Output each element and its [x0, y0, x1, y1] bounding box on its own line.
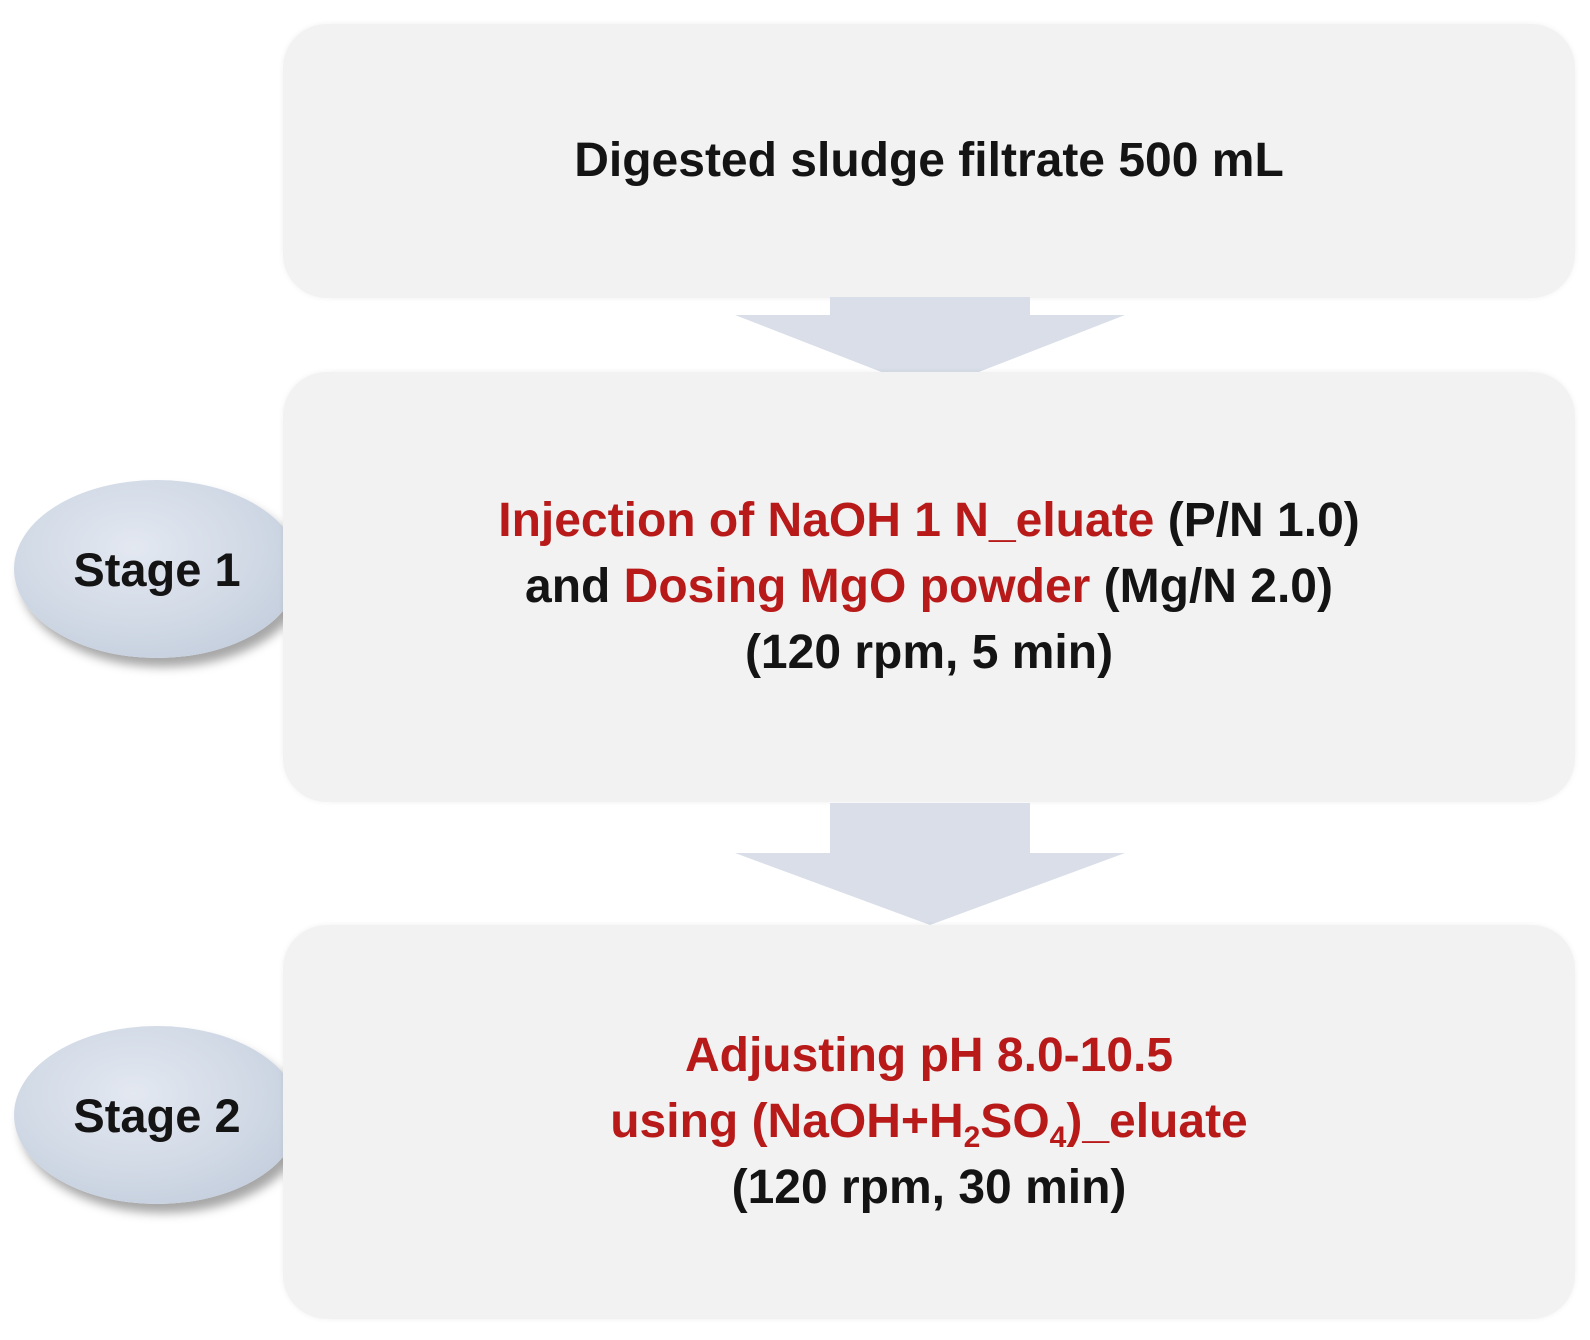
step-1-box: Digested sludge filtrate 500 mL: [283, 24, 1575, 298]
step-2-conditions: (120 rpm, 5 min): [744, 626, 1114, 679]
step-3-box: Adjusting pH 8.0-10.5 using (NaOH+H2SO4)…: [283, 925, 1575, 1319]
naoh-injection-text: Injection of NaOH 1 N_eluate: [498, 494, 1155, 547]
step-1-text: Digested sludge filtrate 500 mL: [574, 134, 1284, 187]
mgn-ratio-text: (Mg/N 2.0): [1090, 560, 1333, 613]
down-arrow-icon: [735, 803, 1125, 925]
step-2-box: Injection of NaOH 1 N_eluate (P/N 1.0) a…: [283, 372, 1575, 802]
pn-ratio-text: (P/N 1.0): [1154, 494, 1360, 547]
subscript-4: 4: [1049, 1121, 1067, 1154]
stage-2-badge: Stage 2: [14, 1026, 300, 1204]
so-text: SO: [980, 1095, 1050, 1148]
stage-1-label: Stage 1: [73, 542, 241, 596]
step-3-line-2: using (NaOH+H2SO4)_eluate: [610, 1089, 1248, 1155]
mgo-dosing-text: Dosing MgO powder: [623, 560, 1091, 613]
subscript-2: 2: [963, 1121, 981, 1154]
stage-1-badge: Stage 1: [14, 480, 300, 658]
ph-adjust-text: Adjusting pH 8.0-10.5: [684, 1029, 1174, 1082]
and-text: and: [525, 560, 624, 613]
eluate-text: )_eluate: [1066, 1095, 1248, 1148]
step-2-line-1: Injection of NaOH 1 N_eluate (P/N 1.0): [498, 488, 1360, 554]
step-3-conditions: (120 rpm, 30 min): [731, 1161, 1127, 1214]
down-arrow-icon: [735, 297, 1125, 391]
using-naoh-h-text: using (NaOH+H: [610, 1095, 964, 1148]
step-2-line-2: and Dosing MgO powder (Mg/N 2.0): [525, 554, 1333, 620]
stage-2-label: Stage 2: [73, 1088, 241, 1142]
